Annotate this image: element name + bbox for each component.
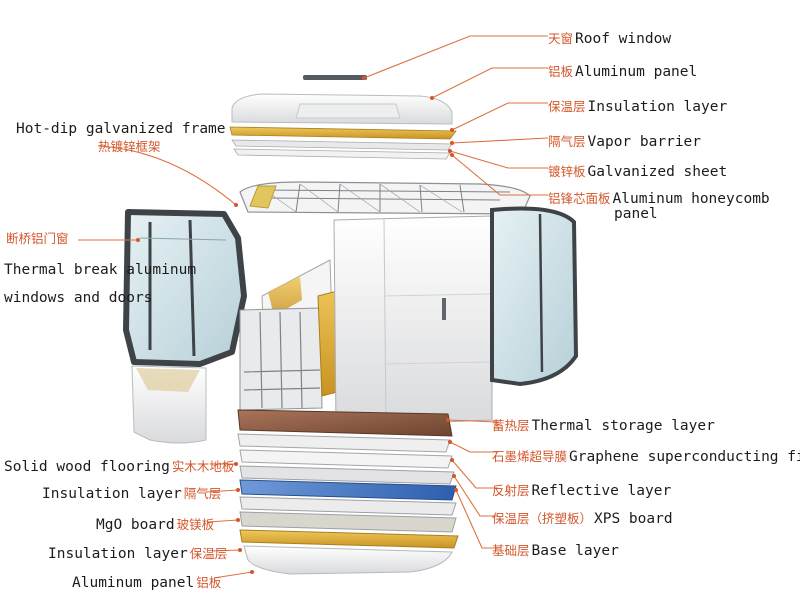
window-module-part [123,209,247,444]
leader-reflective [451,459,498,489]
label-insulation-base-zh: 保温层 [189,546,228,561]
label-xps-zh: 保温层（挤塑板） [492,511,593,526]
label-aluminum-panel-bottom-zh: 铝板 [196,575,222,590]
label-reflective-zh: 反射层 [492,483,530,498]
label-xps: 保温层（挤塑板） XPS board [492,508,673,527]
label-window-en-1: Thermal break aluminum [4,262,197,278]
label-aluminum-panel-bottom-en: Aluminum panel [72,575,195,591]
leader-galvanized-frame [97,145,237,206]
label-honeycomb-zh: 铝锋芯面板 [548,191,611,206]
label-thermal-storage-en: Thermal storage layer [531,418,715,434]
floor-layer-stack [237,409,459,575]
label-honeycomb: 铝锋芯面板 Aluminum honeycomb [548,188,770,207]
label-wood-floor: Solid wood flooring 实木木地板 [4,456,234,475]
label-window-en-2: windows and doors [4,290,153,306]
label-base-en: Base layer [531,543,619,559]
leader-graphene [449,441,498,453]
label-thermal-storage: 蓄热层 Thermal storage layer [492,415,715,434]
label-xps-en: XPS board [594,511,673,527]
leader-thermal-storage [447,419,499,423]
cabin-body-part [239,206,579,427]
roof-aluminum-panel-part [231,93,453,125]
label-roof-window-en: Roof window [575,31,672,47]
leader-roof-window [363,35,548,79]
roof-layer-stack [229,126,457,160]
label-vapor-barrier: 隔气层 Vapor barrier [548,131,701,150]
roof-window-part [303,75,367,80]
leader-mgo [207,519,239,523]
label-aluminum-panel-top: 铝板 Aluminum panel [548,61,697,80]
label-insulation-base-en: Insulation layer [48,546,188,562]
label-thermal-storage-zh: 蓄热层 [492,418,530,433]
label-galvanized-sheet-zh: 镀锌板 [548,164,586,179]
label-insulation-bottom-zh: 隔气层 [183,486,222,501]
label-base: 基础层 Base layer [492,540,619,559]
label-vapor-barrier-zh: 隔气层 [548,134,586,149]
label-galvanized-sheet-en: Galvanized sheet [587,164,728,180]
label-insulation-bottom: Insulation layer 隔气层 [42,483,221,502]
label-galvanized-frame-en: Hot-dip galvanized frame [16,121,226,137]
label-insulation-top-en: Insulation layer [587,99,728,115]
label-mgo-en: MgO board [96,517,175,533]
label-graphene-zh: 石墨烯超导膜 [492,449,568,464]
leader-aluminum-panel-top [431,67,548,99]
label-insulation-top-zh: 保温层 [548,99,586,114]
label-reflective: 反射层 Reflective layer [492,480,671,499]
label-reflective-en: Reflective layer [531,483,672,499]
label-insulation-base: Insulation layer 保温层 [48,543,227,562]
label-insulation-bottom-en: Insulation layer [42,486,182,502]
label-graphene: 石墨烯超导膜 Graphene superconducting film [492,446,800,465]
label-honeycomb-en-2: panel [614,206,658,222]
label-galvanized-frame-zh: 热镀锌框架 [98,139,161,154]
galvanized-frame-part [239,181,531,215]
label-graphene-en: Graphene superconducting film [569,449,800,465]
leader-insulation-bottom [205,489,239,493]
label-aluminum-panel-top-en: Aluminum panel [575,64,698,80]
leader-galvanized-sheet [449,150,548,169]
leader-lines [78,35,549,579]
label-wood-floor-en: Solid wood flooring [4,459,170,475]
leader-vapor-barrier [451,137,549,144]
leader-aluminum-bottom [213,571,253,579]
label-vapor-barrier-en: Vapor barrier [587,134,702,150]
label-aluminum-panel-top-zh: 铝板 [548,64,574,79]
leader-insulation-top [451,102,548,131]
label-aluminum-panel-bottom: Aluminum panel 铝板 [72,572,221,591]
leader-xps [453,475,498,517]
leader-insulation-base [211,549,241,552]
label-roof-window-zh: 天窗 [548,31,574,46]
label-insulation-top: 保温层 Insulation layer [548,96,727,115]
label-galvanized-sheet: 镀锌板 Galvanized sheet [548,161,727,180]
label-wood-floor-zh: 实木木地板 [171,459,235,474]
label-roof-window: 天窗 Roof window [548,28,671,47]
leader-dots [136,76,458,574]
label-mgo-zh: 玻镁板 [176,517,215,532]
leader-base [455,489,498,549]
label-base-zh: 基础层 [492,543,530,558]
label-mgo: MgO board 玻镁板 [96,514,214,533]
label-honeycomb-en-1: Aluminum honeycomb [612,191,770,207]
label-window-zh: 断桥铝门窗 [6,231,69,246]
leader-honeycomb [451,154,548,196]
